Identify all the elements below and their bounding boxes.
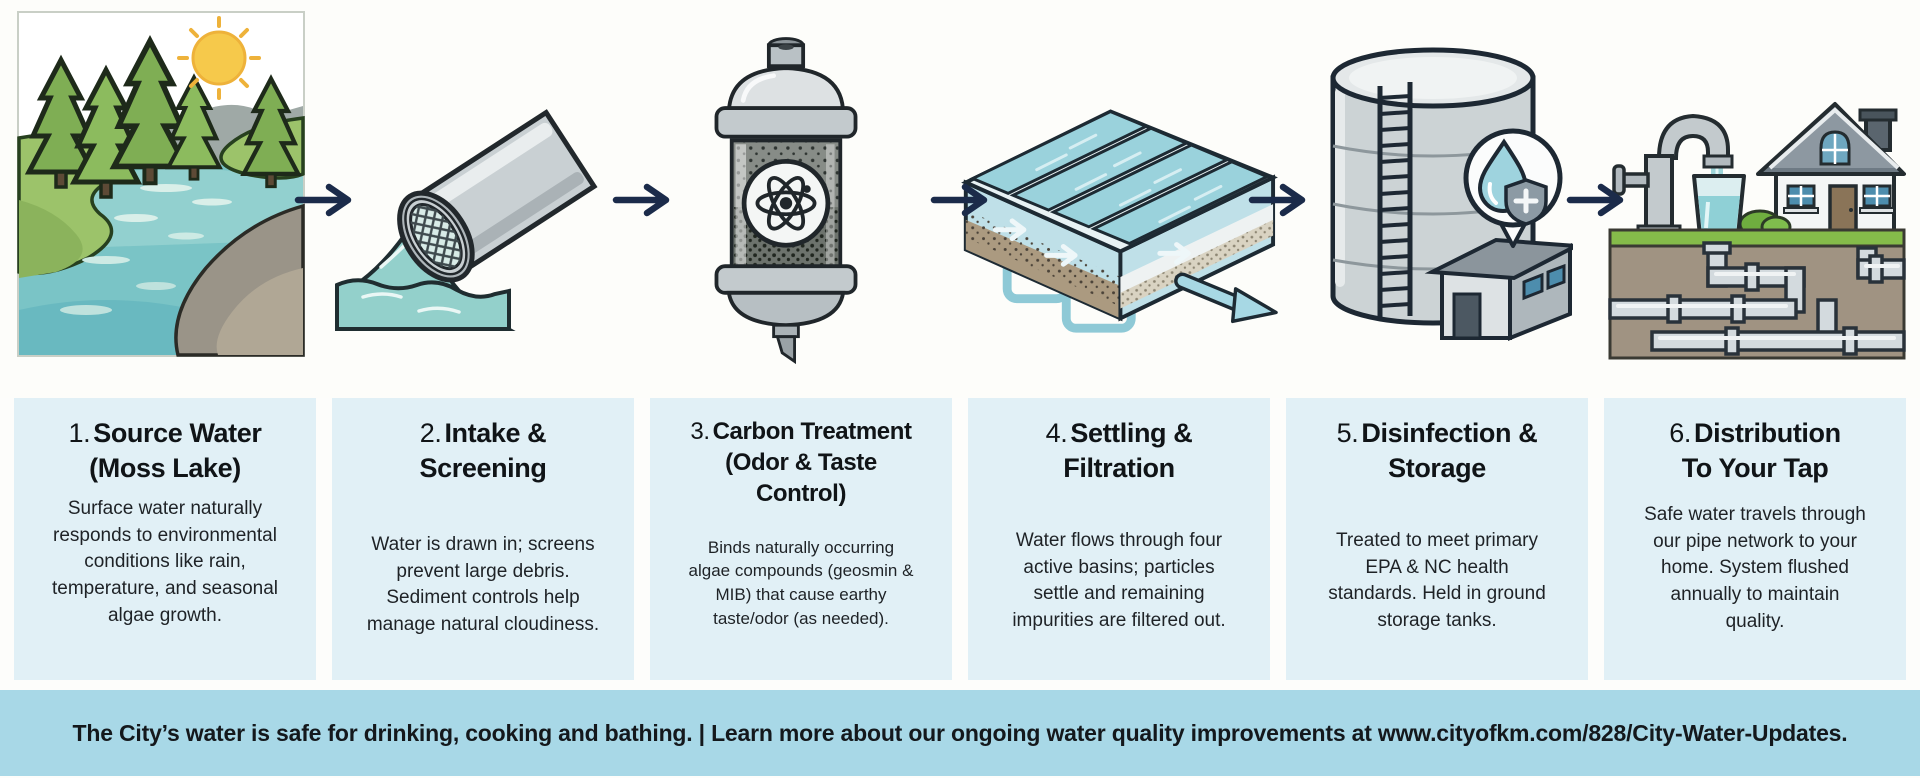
storage-tank-illustration [1330, 47, 1573, 341]
water-shield-badge-icon [1463, 128, 1563, 248]
step-title: 1.Source Water (Moss Lake) [28, 416, 302, 486]
step-illustration-cell [16, 10, 306, 388]
carbon-filter-illustration [714, 36, 857, 364]
step-title-text: Disinfection & Storage [1361, 418, 1538, 484]
step-number: 1. [68, 418, 91, 448]
step-title: 5.Disinfection & Storage [1300, 416, 1574, 486]
step-illustration-cell [323, 65, 623, 333]
step-card-source-water: 1.Source Water (Moss Lake) Surface water… [14, 398, 316, 680]
sun-icon [176, 16, 261, 100]
step-illustration-cell [1608, 38, 1906, 360]
screen-pipe [397, 109, 598, 283]
right-arrow-icon [612, 183, 670, 217]
step-description: Treated to meet primary EPA & NC health … [1328, 530, 1546, 631]
step-title: 3.Carbon Treatment (Odor & Taste Control… [664, 416, 938, 510]
step-card-distribution: 6.Distribution To Your Tap Safe water tr… [1604, 398, 1906, 680]
step-description: Water flows through four active basins; … [1012, 530, 1226, 631]
step-title-text: Distribution To Your Tap [1681, 418, 1841, 484]
step-number: 2. [419, 418, 442, 448]
water-glass-icon [1692, 174, 1746, 238]
step-number: 5. [1336, 418, 1359, 448]
step-description: Safe water travels through our pipe netw… [1644, 504, 1866, 632]
step-description: Binds naturally occurring algae compound… [688, 537, 914, 628]
footer-banner: The City’s water is safe for drinking, c… [0, 690, 1920, 776]
step-number: 3. [690, 418, 710, 445]
footer-message: The City’s water is safe for drinking, c… [72, 719, 1848, 746]
right-arrow-icon [294, 183, 352, 217]
step-illustration-cell [948, 54, 1283, 344]
step-title: 6.Distribution To Your Tap [1618, 416, 1892, 486]
right-arrow-icon [1566, 183, 1624, 217]
pump-building [1424, 237, 1573, 341]
tank-ladder [1377, 81, 1413, 320]
step-card-intake-screening: 2.Intake & Screening Water is drawn in; … [332, 398, 634, 680]
illustration-row [16, 10, 1906, 388]
pine-trees [24, 35, 302, 199]
step-card-carbon-treatment: 3.Carbon Treatment (Odor & Taste Control… [650, 398, 952, 680]
step-card-settling-filtration: 4.Settling & Filtration Water flows thro… [968, 398, 1270, 680]
step-cards-row: 1.Source Water (Moss Lake) Surface water… [0, 398, 1920, 680]
settling-basins-illustration [961, 109, 1278, 333]
house [1756, 102, 1906, 234]
step-illustration-cell [1318, 32, 1573, 367]
step-title-text: Source Water (Moss Lake) [89, 418, 262, 484]
step-title: 4.Settling & Filtration [982, 416, 1256, 486]
distribution-illustration [1608, 102, 1906, 360]
step-title: 2.Intake & Screening [346, 416, 620, 486]
step-description: Water is drawn in; screens prevent large… [366, 534, 600, 635]
step-description: Surface water naturally responds to envi… [51, 498, 279, 626]
step-number: 4. [1045, 418, 1068, 448]
right-arrow-icon [1248, 183, 1306, 217]
step-number: 6. [1669, 418, 1692, 448]
step-title-text: Intake & Screening [419, 418, 547, 484]
step-title-text: Carbon Treatment (Odor & Taste Control) [712, 418, 912, 508]
atom-icon [741, 158, 830, 248]
step-title-text: Settling & Filtration [1063, 418, 1193, 484]
underground-pipes [1608, 228, 1906, 360]
step-illustration-cell [686, 27, 886, 372]
intake-pipe-illustration [335, 109, 598, 331]
moss-lake-illustration [16, 11, 305, 357]
right-arrow-icon [930, 183, 988, 217]
step-card-disinfection-storage: 5.Disinfection & Storage Treated to meet… [1286, 398, 1588, 680]
